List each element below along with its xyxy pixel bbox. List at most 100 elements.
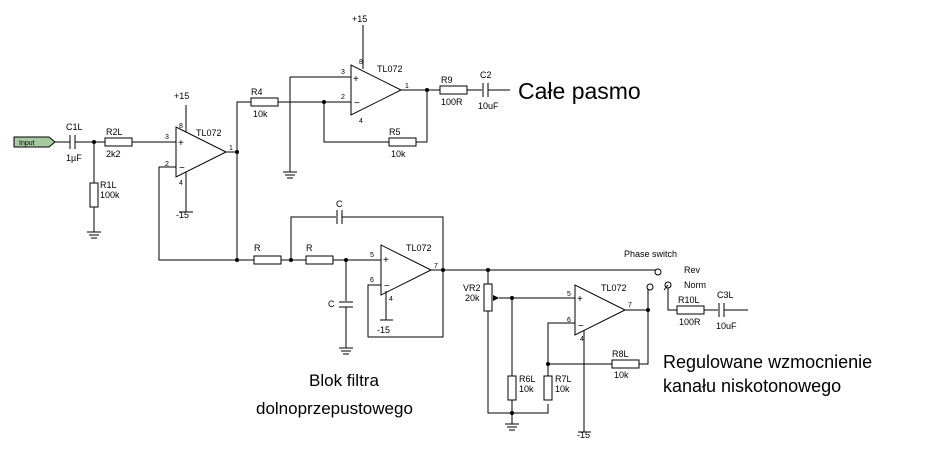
- c3l-value: 10uF: [716, 321, 737, 331]
- vr2-value: 20k: [465, 293, 480, 303]
- svg-text:5: 5: [567, 291, 571, 298]
- ground-symbol: [87, 231, 101, 239]
- potentiometer-vr2: [483, 283, 493, 312]
- r1l-value: 100k: [100, 190, 120, 200]
- resistor-r7l: [543, 375, 553, 401]
- opamp-1-model: TL072: [196, 128, 222, 138]
- lpf-cfb-ref: C: [336, 199, 343, 209]
- svg-text:4: 4: [179, 180, 183, 187]
- svg-text:2: 2: [341, 94, 345, 101]
- lpf-r1-ref: R: [254, 243, 261, 253]
- opamp-1: + −: [175, 126, 228, 178]
- input-port-label: Input: [19, 140, 35, 147]
- r4-ref: R4: [251, 87, 263, 97]
- svg-text:4: 4: [580, 336, 584, 343]
- resistor-r5: [388, 137, 417, 147]
- resistor-r1l: [89, 182, 99, 208]
- svg-text:1: 1: [405, 83, 409, 90]
- full-band-label: Całe pasmo: [518, 78, 641, 104]
- gain-caption-line-2: kanału niskotonowego: [663, 376, 841, 396]
- r10l-value: 100R: [679, 317, 701, 327]
- opamp-3: + −: [380, 244, 433, 296]
- r4-value: 10k: [253, 109, 268, 119]
- switch-norm-label: Norm: [684, 280, 706, 290]
- capacitor-c-feedback: [336, 210, 343, 224]
- opamp-3-model: TL072: [406, 243, 432, 253]
- resistor-r6l: [507, 375, 517, 401]
- r1l-ref: R1L: [100, 180, 117, 190]
- phase-switch-label: Phase switch: [624, 249, 677, 259]
- c3l-ref: C3L: [717, 290, 734, 300]
- r6l-value: 10k: [519, 384, 534, 394]
- svg-text:+: +: [577, 294, 583, 305]
- resistor-r2l: [104, 137, 133, 147]
- opamp-4-vminus: -15: [577, 430, 590, 440]
- svg-text:8: 8: [359, 59, 363, 66]
- svg-text:3: 3: [165, 134, 169, 141]
- capacitor-c-ground: [339, 301, 353, 308]
- resistor-r-b: [305, 255, 334, 265]
- r7l-ref: R7L: [555, 374, 572, 384]
- capacitor-c3l: [718, 303, 725, 317]
- lpf-cgnd-ref: C: [328, 299, 335, 309]
- opamp-2-model: TL072: [377, 64, 403, 74]
- r8l-ref: R8L: [612, 349, 629, 359]
- opamp-1-vminus: -15: [176, 210, 189, 220]
- svg-text:+: +: [353, 74, 359, 85]
- opamp-1-vplus: +15: [174, 91, 189, 101]
- svg-text:−: −: [578, 321, 584, 332]
- svg-text:4: 4: [389, 296, 393, 303]
- lpf-r2-ref: R: [306, 243, 313, 253]
- svg-text:−: −: [179, 163, 185, 174]
- r9-ref: R9: [441, 75, 453, 85]
- phase-switch[interactable]: [646, 268, 672, 291]
- svg-text:3: 3: [341, 69, 345, 76]
- svg-text:4: 4: [359, 118, 363, 125]
- vr2-ref: VR2: [463, 283, 481, 293]
- opamp-4-model: TL072: [601, 283, 627, 293]
- input-port: Input: [13, 136, 56, 148]
- r5-ref: R5: [389, 127, 401, 137]
- svg-text:2: 2: [165, 161, 169, 168]
- c2-ref: C2: [480, 70, 492, 80]
- svg-text:−: −: [354, 98, 360, 109]
- c2-value: 10uF: [478, 101, 499, 111]
- svg-text:+: +: [178, 138, 184, 149]
- svg-text:−: −: [384, 281, 390, 292]
- resistor-r4: [250, 97, 279, 107]
- r2l-value: 2k2: [106, 149, 121, 159]
- resistor-r10l: [676, 305, 705, 315]
- lpf-caption-line-2: dolnoprzepustowego: [256, 399, 413, 418]
- svg-text:6: 6: [370, 277, 374, 284]
- svg-text:6: 6: [567, 317, 571, 324]
- c1l-ref: C1L: [66, 122, 83, 132]
- svg-text:8: 8: [179, 123, 183, 130]
- opamp-2-vplus: +15: [352, 14, 367, 24]
- lpf-caption-line-1: Blok filtra: [309, 371, 379, 390]
- svg-text:5: 5: [370, 252, 374, 259]
- svg-text:7: 7: [434, 263, 438, 270]
- c1l-value: 1µF: [66, 153, 82, 163]
- svg-text:7: 7: [628, 302, 632, 309]
- r6l-ref: R6L: [519, 374, 536, 384]
- capacitor-c2: [482, 83, 489, 97]
- opamp-2: + −: [350, 64, 403, 116]
- r5-value: 10k: [391, 149, 406, 159]
- capacitor-c1l: [69, 135, 76, 149]
- switch-rev-label: Rev: [684, 265, 701, 275]
- r7l-value: 10k: [555, 384, 570, 394]
- r8l-value: 10k: [614, 370, 629, 380]
- r2l-ref: R2L: [106, 127, 123, 137]
- r9-value: 100R: [441, 97, 463, 107]
- r10l-ref: R10L: [678, 295, 700, 305]
- gain-caption-line-1: Regulowane wzmocnienie: [663, 352, 872, 372]
- svg-text:+: +: [383, 255, 389, 266]
- svg-text:1: 1: [229, 145, 233, 152]
- resistor-r8l: [611, 359, 640, 369]
- resistor-r9: [439, 85, 468, 95]
- opamp-4: + −: [574, 284, 627, 336]
- resistor-r-a: [253, 255, 282, 265]
- opamp-3-vminus: -15: [377, 325, 390, 335]
